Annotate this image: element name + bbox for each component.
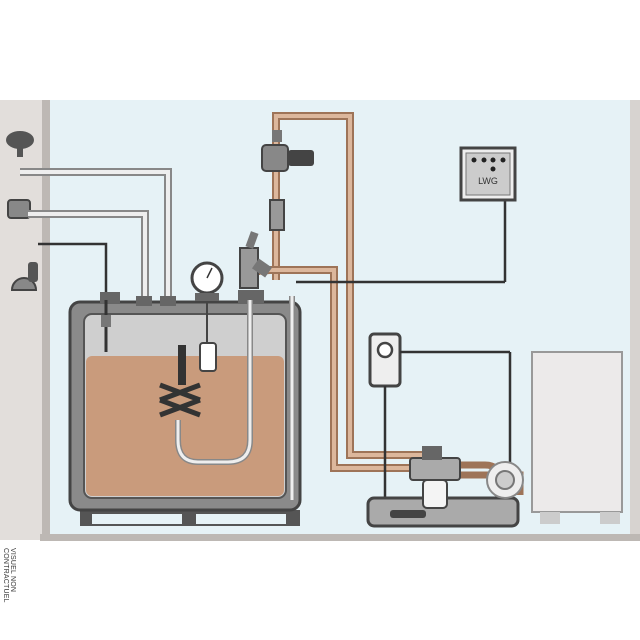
fill-connector-icon [7,199,31,219]
left-wall [0,100,48,540]
sensor-cable [38,242,108,300]
boiler [486,351,623,524]
vent-cap-icon [6,131,34,157]
oil-filter-icon [409,446,461,509]
pressure-gauge-icon [190,261,224,372]
floor [40,534,640,541]
heater-coil-icon [159,345,201,418]
pump-switch [368,332,512,510]
disclaimer-text: VISUEL NON CONTRACTUEL [2,548,16,603]
control-box: LWG [296,146,517,284]
control-box-label: LWG [478,176,498,186]
valve-assembly-icon [239,130,314,289]
level-sensor-icon [10,262,38,291]
